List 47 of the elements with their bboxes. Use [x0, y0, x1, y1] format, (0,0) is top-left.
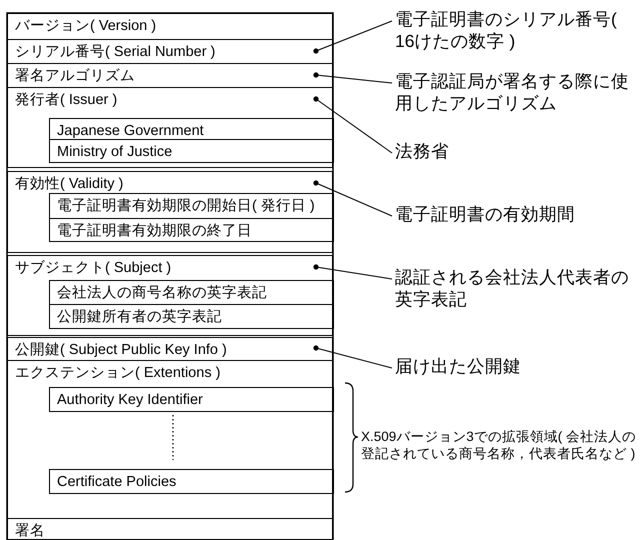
field-group-box: [7, 87, 333, 168]
leader-line: [313, 20, 392, 54]
value-box: [49, 218, 334, 242]
field-label: Ministry of Justice: [57, 143, 172, 161]
field-label: Japanese Government: [57, 122, 204, 140]
field-label: 公開鍵所有者の英字表記: [57, 308, 222, 326]
field-row: [7, 518, 333, 540]
value-box: [49, 469, 334, 494]
field-label: 署名アルゴリズム: [15, 67, 135, 85]
value-box: [49, 280, 334, 305]
leader-line: [313, 345, 392, 368]
field-row: [7, 39, 333, 64]
field-label: Certificate Policies: [57, 473, 176, 491]
value-box: [49, 118, 334, 140]
field-group-box: [7, 360, 333, 519]
field-label: Authority Key Identifier: [57, 391, 203, 409]
field-label: シリアル番号( Serial Number ): [15, 43, 216, 61]
field-group-box: [7, 255, 333, 336]
annotation-text: 電子認証局が署名する際に使用したアルゴリズム: [395, 70, 640, 118]
field-row: [7, 13, 333, 40]
field-label: サブジェクト( Subject ): [15, 259, 172, 277]
field-label: 公開鍵( Subject Public Key Info ): [15, 341, 227, 359]
field-label: バージョン( Version ): [15, 17, 156, 35]
field-label: 有効性( Validity ): [15, 175, 124, 193]
value-box: [49, 139, 334, 163]
field-group-box: [7, 171, 333, 253]
annotation-text: 認証される会社法人代表者の英字表記: [395, 266, 640, 314]
value-box: [49, 387, 334, 412]
note-text: X.509バージョン3での拡張領域( 会社法人の登記されている商号名称，代表者氏名など ): [361, 428, 638, 462]
field-label: エクステンション( Extentions ): [15, 364, 220, 382]
annotation-text: 届け出た公開鍵: [395, 355, 640, 379]
field-label: 会社法人の商号名称の英字表記: [57, 284, 267, 302]
annotation-text: 法務省: [395, 140, 640, 164]
field-label: 発行者( Issuer ): [15, 91, 118, 109]
field-label: 電子証明書有効期限の終了日: [57, 222, 252, 240]
leader-line: [313, 264, 392, 280]
value-box: [49, 304, 334, 329]
field-label: 電子証明書有効期限の開始日( 発行日 ): [57, 197, 315, 215]
annotation-text: 電子証明書のシリアル番号( 16けたの数字 ): [395, 8, 640, 56]
leader-line: [313, 96, 392, 154]
leader-line: [313, 180, 392, 216]
field-row: [7, 63, 333, 88]
annotation-text: 電子証明書の有効期間: [395, 203, 640, 227]
leader-line: [313, 72, 392, 84]
field-row: [7, 337, 333, 361]
value-box: [49, 193, 334, 219]
field-label: 署名: [15, 522, 45, 540]
